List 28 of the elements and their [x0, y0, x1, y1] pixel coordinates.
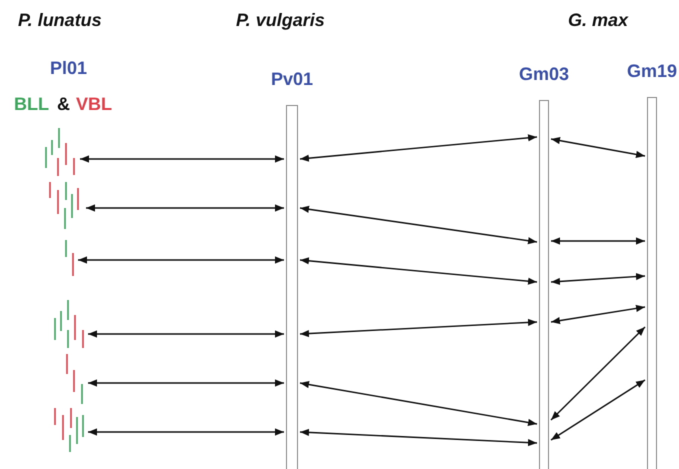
- marker-type-label: VBL: [76, 94, 112, 115]
- double-arrow: [78, 256, 284, 264]
- double-arrow: [551, 237, 645, 245]
- double-arrow: [300, 318, 538, 338]
- chromosome-label: Gm03: [518, 64, 570, 85]
- double-arrow: [300, 380, 538, 426]
- chromosome-label: Pv01: [270, 69, 314, 90]
- double-arrow: [550, 326, 646, 420]
- double-arrow: [88, 379, 284, 387]
- chromosome-label: Gm19: [626, 61, 678, 82]
- double-arrow: [550, 304, 646, 324]
- double-arrow: [550, 272, 646, 286]
- species-name: P. lunatus: [18, 10, 102, 31]
- marker-type-label: &: [57, 94, 70, 115]
- double-arrow: [86, 204, 284, 212]
- double-arrow: [88, 330, 284, 338]
- double-arrow: [300, 206, 538, 244]
- double-arrow: [550, 379, 646, 441]
- double-arrow: [300, 257, 538, 285]
- species-name: P. vulgaris: [236, 10, 325, 31]
- double-arrow: [300, 134, 538, 162]
- marker-type-label: BLL: [14, 94, 49, 115]
- double-arrow: [300, 428, 538, 446]
- double-arrow: [88, 428, 284, 436]
- double-arrow: [80, 155, 284, 163]
- species-name: G. max: [568, 10, 628, 31]
- double-arrow: [550, 137, 646, 158]
- chromosome-label: Pl01: [50, 58, 88, 79]
